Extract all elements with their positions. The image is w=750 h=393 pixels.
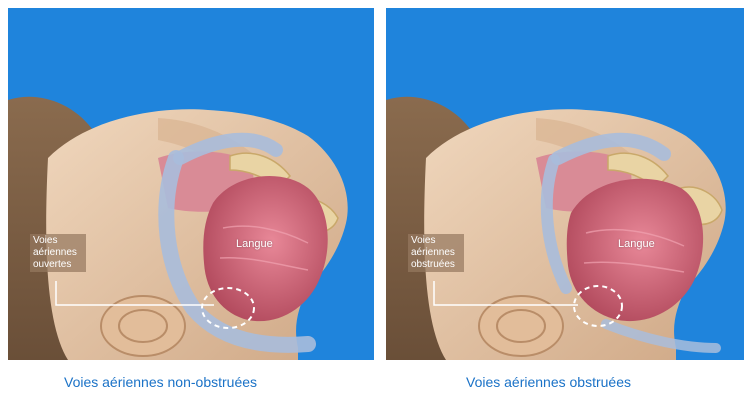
airway-label-line: Voies [411,235,461,247]
airway-label-line: aériennes [33,247,83,259]
airway-label: Voies aériennes ouvertes [30,234,86,272]
panel-open-airway: Voies aériennes ouvertes Langue [8,8,374,360]
airway-label-line: ouvertes [33,259,83,271]
head-cross-section-illustration [8,8,374,360]
caption-obstructed-airway: Voies aériennes obstruées [466,374,631,390]
tongue-label: Langue [618,238,655,250]
tongue-label: Langue [236,238,273,250]
airway-label-line: Voies [33,235,83,247]
panel-obstructed-airway: Voies aériennes obstruées Langue [386,8,744,360]
airway-label-line: aériennes [411,247,461,259]
caption-open-airway: Voies aériennes non-obstruées [64,374,257,390]
airway-label-line: obstruées [411,259,461,271]
panel-divider [377,8,378,360]
head-cross-section-illustration [386,8,744,360]
airway-label: Voies aériennes obstruées [408,234,464,272]
